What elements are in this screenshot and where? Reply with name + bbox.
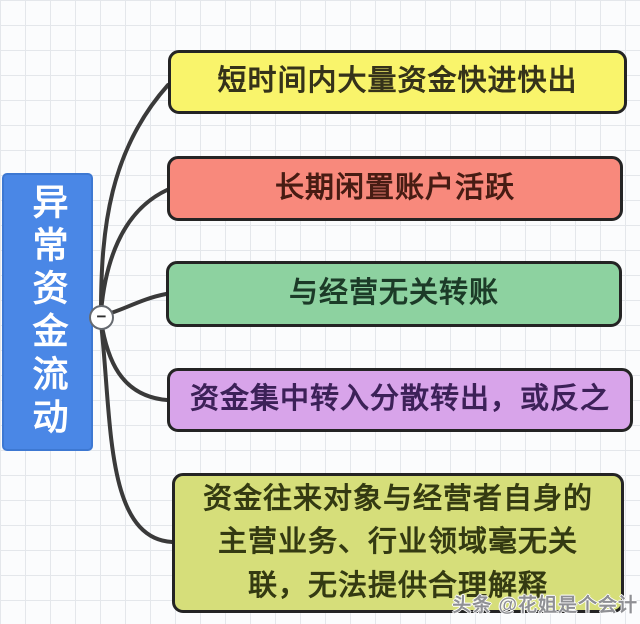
branch-label: 与经营无关转账	[288, 277, 499, 310]
branch-node-unrelated-counterparties[interactable]: 资金往来对象与经营者自身的主营业务、行业领域毫无关联，无法提供合理解释	[172, 473, 624, 613]
connector-line-branch-1	[99, 83, 170, 314]
branch-node-idle-account-active[interactable]: 长期闲置账户活跃	[167, 156, 623, 221]
watermark: 头条 @花姐是个会计	[452, 590, 638, 617]
connector-line-branch-5	[99, 321, 174, 544]
branch-node-concentrated-in-dispersed-out[interactable]: 资金集中转入分散转出，或反之	[167, 368, 633, 432]
branch-label: 短时间内大量资金快进快出	[217, 65, 578, 98]
branch-label: 长期闲置账户活跃	[274, 171, 515, 204]
collapse-button[interactable]: −	[89, 305, 114, 330]
branch-node-unrelated-transfers[interactable]: 与经营无关转账	[166, 261, 622, 327]
watermark-text: 头条 @花姐是个会计	[452, 595, 638, 616]
connector-line-branch-4	[99, 319, 169, 402]
branch-label: 资金往来对象与经营者自身的主营业务、行业领域毫无关联，无法提供合理解释	[202, 482, 593, 602]
connector-line-branch-2	[99, 188, 169, 314]
minus-icon: −	[96, 307, 107, 326]
branch-node-fast-in-fast-out[interactable]: 短时间内大量资金快进快出	[168, 50, 627, 114]
branch-label: 资金集中转入分散转出，或反之	[189, 383, 610, 416]
root-node[interactable]: 异常资金流动	[2, 173, 93, 451]
root-node-label: 异常资金流动	[27, 183, 69, 441]
